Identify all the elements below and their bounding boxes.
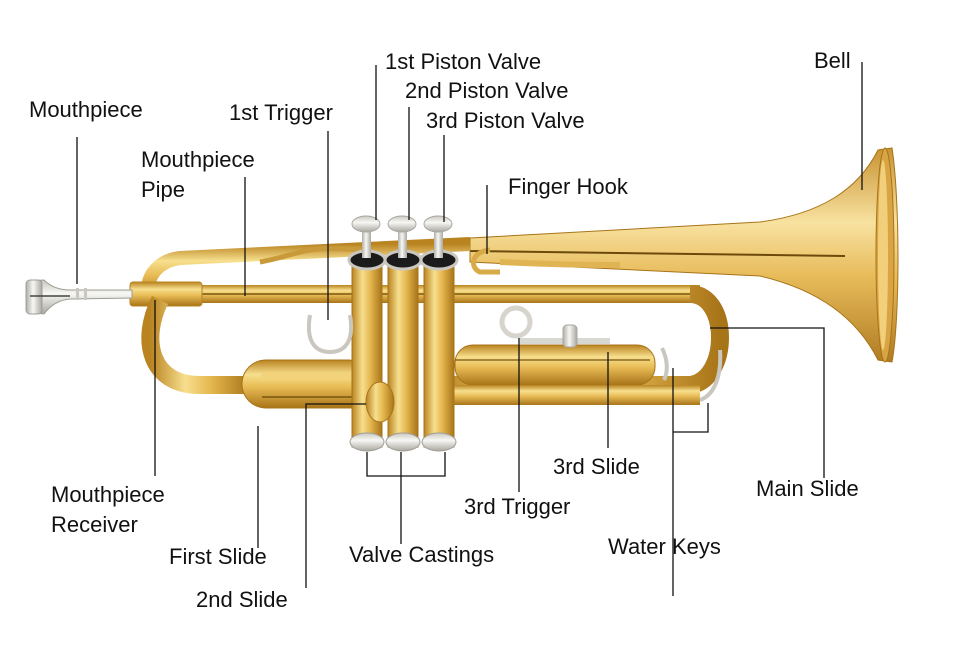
third-slide bbox=[440, 324, 700, 405]
leader-lines bbox=[76, 62, 863, 596]
water-keys bbox=[660, 347, 723, 402]
leader-valve-castings bbox=[366, 452, 446, 477]
label-mouthpiece-pipe-line2: Pipe bbox=[141, 177, 186, 202]
first-slide bbox=[241, 359, 373, 409]
valve-block bbox=[347, 215, 459, 452]
label-piston-valve-3: 3rd Piston Valve bbox=[426, 108, 585, 133]
leader-water-keys-bracket bbox=[673, 403, 709, 433]
triggers bbox=[306, 305, 533, 355]
mouthpiece bbox=[25, 279, 133, 315]
label-mouthpiece-receiver-line2: Receiver bbox=[51, 512, 138, 537]
leader-second-slide bbox=[305, 403, 366, 588]
label-valve-castings: Valve Castings bbox=[349, 542, 495, 567]
label-first-slide: First Slide bbox=[169, 544, 267, 569]
label-first-trigger: 1st Trigger bbox=[229, 100, 333, 125]
label-finger-hook: Finger Hook bbox=[508, 174, 628, 199]
label-third-trigger: 3rd Trigger bbox=[464, 494, 571, 519]
label-water-keys: Water Keys bbox=[608, 534, 721, 559]
bell-section bbox=[469, 147, 899, 363]
label-main-slide: Main Slide bbox=[756, 476, 859, 501]
label-mouthpiece-receiver-line1: Mouthpiece bbox=[51, 482, 165, 507]
leader-main-slide bbox=[710, 327, 825, 478]
label-piston-valve-1: 1st Piston Valve bbox=[385, 49, 542, 74]
label-second-slide: 2nd Slide bbox=[196, 587, 288, 612]
label-mouthpiece: Mouthpiece bbox=[29, 97, 143, 122]
label-bell: Bell bbox=[814, 48, 851, 73]
label-mouthpiece-pipe-line1: Mouthpiece bbox=[141, 147, 255, 172]
label-piston-valve-2: 2nd Piston Valve bbox=[405, 78, 569, 103]
lower-loop bbox=[141, 295, 250, 394]
label-third-slide: 3rd Slide bbox=[553, 454, 640, 479]
